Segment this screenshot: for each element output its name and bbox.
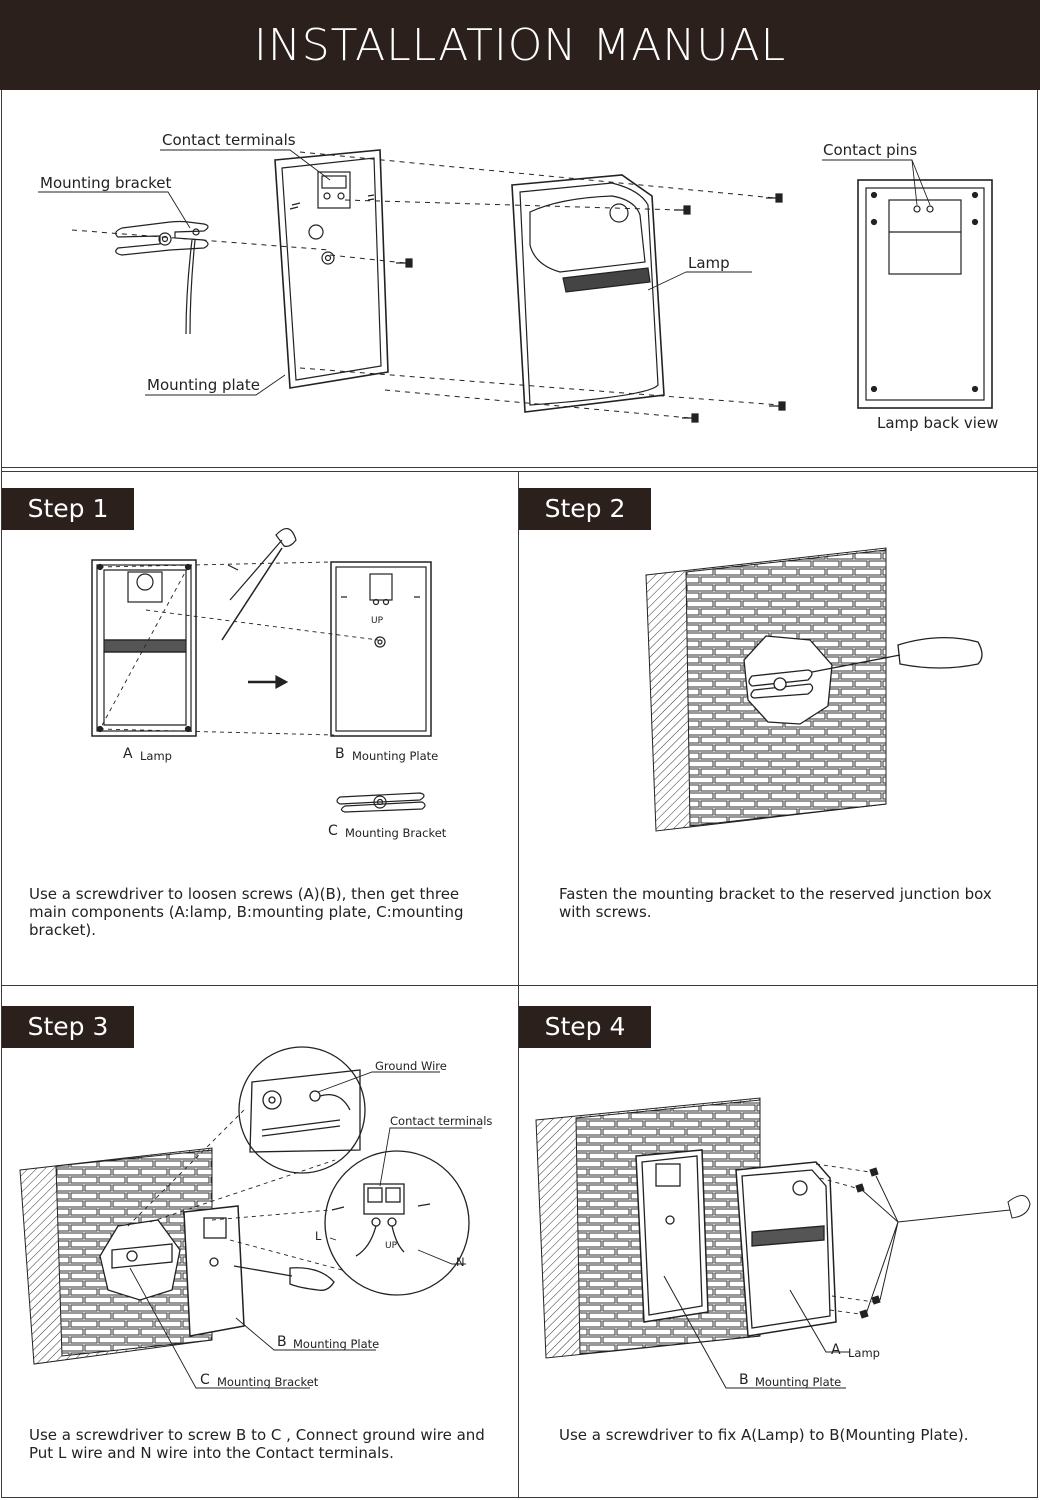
step-2-description: Fasten the mounting bracket to the reser… xyxy=(559,885,992,921)
label-contact-terminals: Contact terminals xyxy=(162,131,296,149)
step-1-label-b-letter: B xyxy=(335,746,345,762)
step-1-label-a-text: Lamp xyxy=(140,749,172,763)
step-4-description: Use a screwdriver to fix A(Lamp) to B(Mo… xyxy=(559,1426,969,1444)
frame-bottom xyxy=(1,1497,1038,1498)
label-lamp-back-view: Lamp back view xyxy=(877,414,999,432)
divider-overview xyxy=(1,467,1038,468)
label-contact-pins: Contact pins xyxy=(823,141,918,159)
label-mounting-bracket: Mounting bracket xyxy=(40,174,172,192)
divider-vertical xyxy=(518,471,519,1498)
divider-middle-row xyxy=(1,985,1038,986)
step-3-label-contact-terminals: Contact terminals xyxy=(390,1114,493,1128)
divider-overview-2 xyxy=(1,471,1038,472)
step-3-description: Use a screwdriver to screw B to C , Conn… xyxy=(29,1426,485,1462)
step-1-label-a-letter: A xyxy=(123,746,133,762)
step-3-label-ground-wire: Ground Wire xyxy=(375,1059,447,1073)
step-4-label-b-text: Mounting Plate xyxy=(755,1375,842,1389)
step-1-label-c-text: Mounting Bracket xyxy=(345,826,447,840)
step-3-tab: Step 3 xyxy=(2,1006,134,1048)
page-title: INSTALLATION MANUAL xyxy=(253,20,787,71)
step-3-label-c-letter: C xyxy=(200,1372,210,1388)
step-3-label-n: N xyxy=(456,1255,465,1269)
label-mounting-plate: Mounting plate xyxy=(147,376,260,394)
svg-text:UP: UP xyxy=(371,616,384,626)
step-3-label-b-letter: B xyxy=(277,1334,287,1350)
step-3-label-up: UP xyxy=(385,1241,398,1251)
step-1-description: Use a screwdriver to loosen screws (A)(B… xyxy=(29,885,464,939)
step-4-tab: Step 4 xyxy=(519,1006,651,1048)
step-1-label-b-text: Mounting Plate xyxy=(352,749,439,763)
frame-right xyxy=(1037,90,1038,1498)
step-1-tab: Step 1 xyxy=(2,488,134,530)
step-4-label-b-letter: B xyxy=(739,1372,749,1388)
step-3-label-c-text: Mounting Bracket xyxy=(217,1375,319,1389)
step-1-label-c-letter: C xyxy=(328,823,338,839)
header-banner: INSTALLATION MANUAL xyxy=(0,0,1040,90)
step-4-label-a-text: Lamp xyxy=(848,1346,880,1360)
label-lamp: Lamp xyxy=(688,254,730,272)
step-3-label-b-text: Mounting Plate xyxy=(293,1337,380,1351)
step-4-label-a-letter: A xyxy=(831,1342,841,1358)
frame-left xyxy=(1,90,2,1498)
step-3-label-l: L xyxy=(315,1229,322,1243)
step-2-tab: Step 2 xyxy=(519,488,651,530)
